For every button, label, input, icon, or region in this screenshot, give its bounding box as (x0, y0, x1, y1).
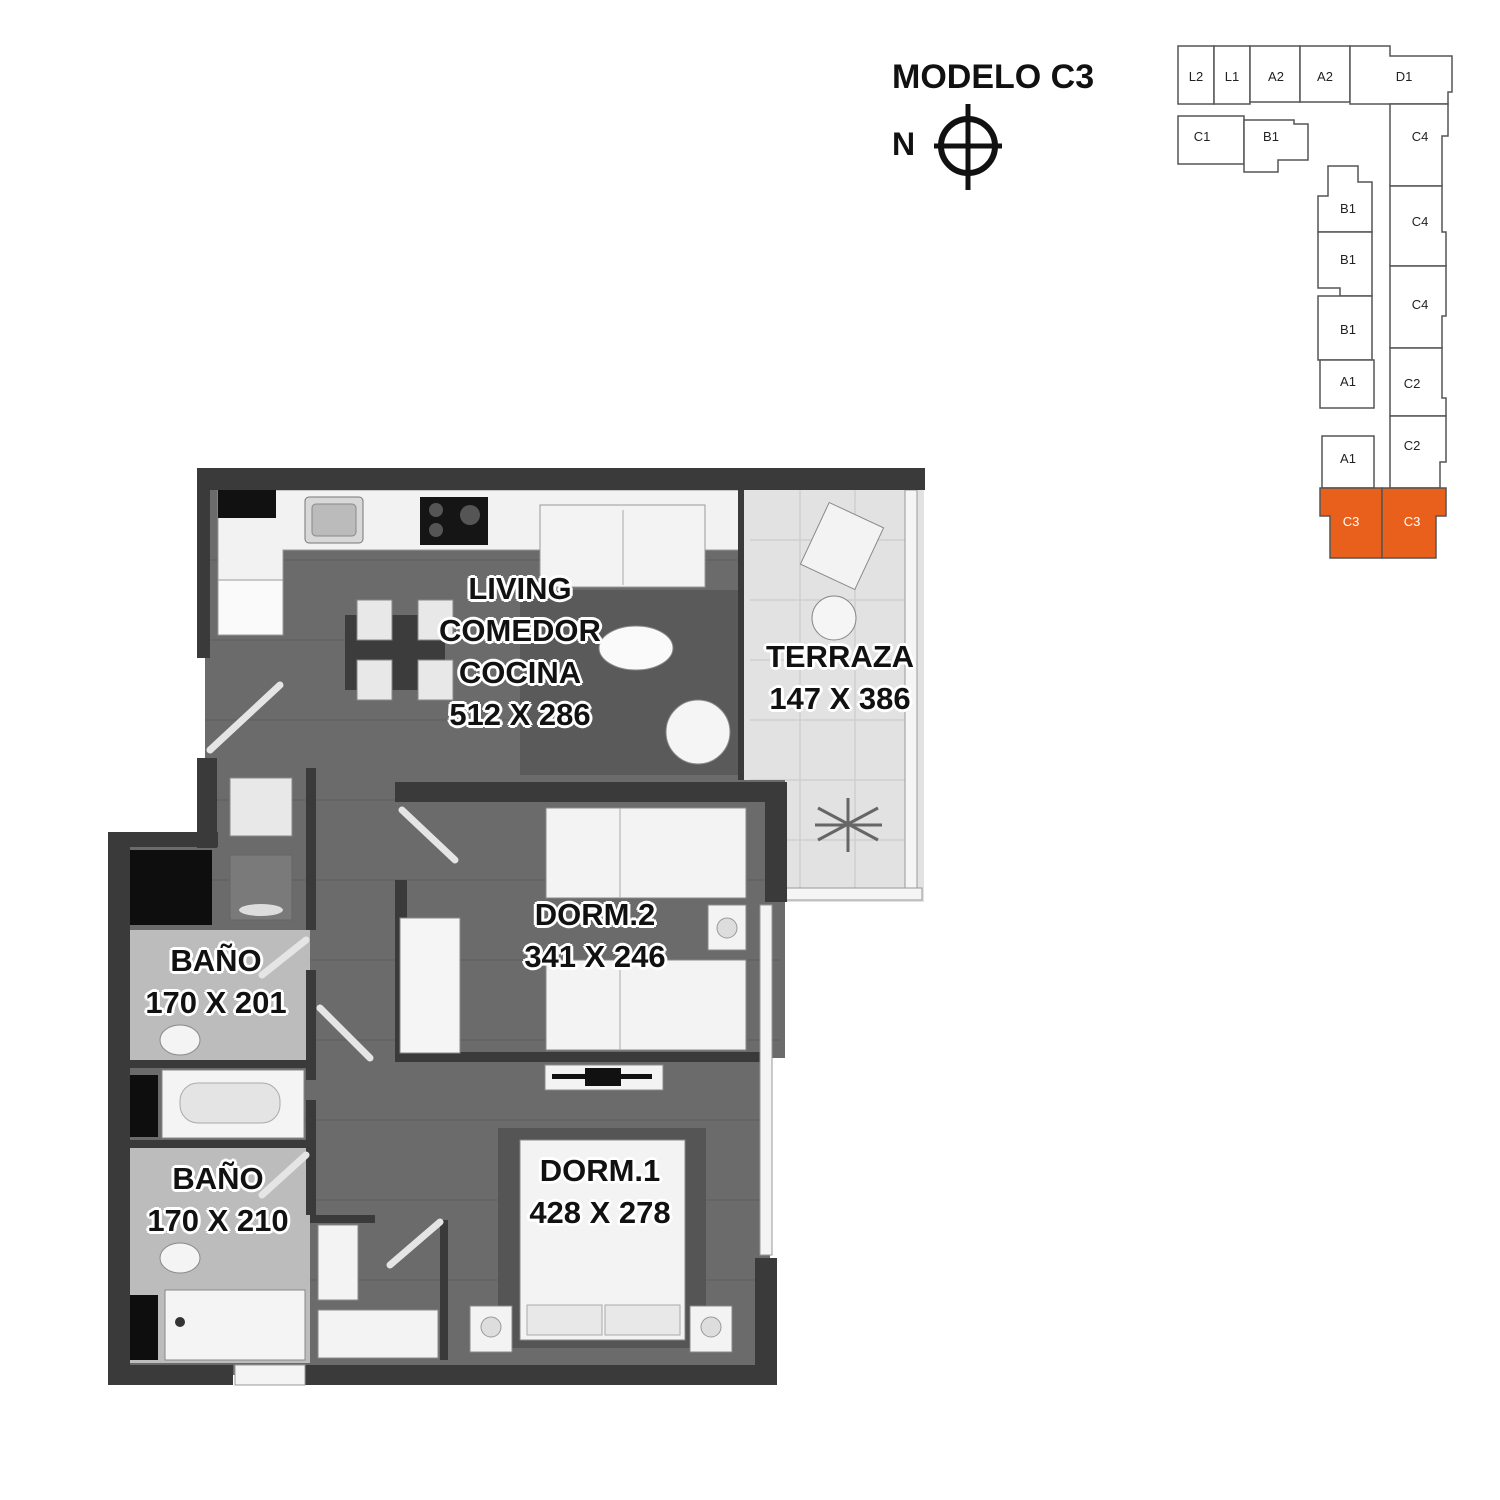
shower (164, 1289, 306, 1361)
room-dimensions: 147 X 386 (769, 681, 911, 716)
room-name: COMEDOR (439, 613, 601, 648)
room-label-dorm2: DORM.2 341 X 246 (495, 894, 695, 978)
room-name: DORM.1 (539, 1153, 661, 1188)
dorm2-bed (545, 959, 747, 1051)
fridge (217, 579, 284, 636)
room-label-dorm1: DORM.1 428 X 278 (500, 1150, 700, 1234)
keyplan-label: L2 (1189, 69, 1203, 84)
bathroom-2-door (258, 1151, 310, 1199)
dining-chair (356, 659, 393, 701)
toilet (159, 1024, 201, 1056)
building-key-plan: L2 L1 A2 A2 D1 C1 B1 C4 B1 C4 B1 C4 B1 A… (1177, 45, 1453, 559)
keyplan-label: B1 (1340, 201, 1356, 216)
keyplan-unit-d1 (1349, 45, 1453, 105)
room-label-bano-2: BAÑO 170 X 210 (118, 1158, 318, 1242)
bathroom-1-door-b (316, 1004, 374, 1062)
dorm2-closet (399, 917, 461, 1054)
dining-chair (356, 599, 393, 641)
room-name: BAÑO (172, 1161, 264, 1196)
room-name: TERRAZA (765, 639, 915, 674)
laundry-cabinet (229, 777, 293, 837)
keyplan-unit-c3-highlight (1381, 487, 1447, 559)
keyplan-label: C2 (1404, 438, 1421, 453)
keyplan-label: C4 (1412, 214, 1429, 229)
living-furniture (345, 504, 740, 775)
toilet (159, 1242, 201, 1274)
dorm1-closet (317, 1224, 359, 1301)
bathroom-2-fixtures (159, 1242, 306, 1361)
dorm1-door (386, 1218, 444, 1269)
room-dimensions: 341 X 246 (524, 939, 666, 974)
walls (108, 468, 925, 1385)
dorm1-furniture (317, 1128, 733, 1359)
dining-chair (417, 659, 454, 701)
keyplan-label: C4 (1412, 129, 1429, 144)
keyplan-label: B1 (1340, 252, 1356, 267)
keyplan-label: B1 (1340, 322, 1356, 337)
keyplan-label: B1 (1263, 129, 1279, 144)
keyplan-unit-a1 (1321, 435, 1375, 489)
keyplan-label: L1 (1225, 69, 1239, 84)
room-label-living: LIVING COMEDOR COCINA 512 X 286 (410, 568, 630, 736)
window (759, 904, 773, 1256)
room-dimensions: 512 X 286 (449, 697, 591, 732)
keyplan-label: D1 (1396, 69, 1413, 84)
north-label: N (892, 126, 916, 162)
keyplan-unit-c1 (1177, 115, 1245, 165)
dorm2-furniture (399, 807, 747, 1091)
keyplan-label-highlight: C3 (1404, 514, 1421, 529)
room-dimensions: 170 X 201 (145, 985, 287, 1020)
room-label-terraza: TERRAZA 147 X 386 (740, 636, 940, 720)
terrace-chair (799, 501, 885, 591)
room-name: COCINA (458, 655, 582, 690)
keyplan-unit-l1 (1213, 45, 1251, 105)
keyplan-label: A2 (1268, 69, 1284, 84)
room-dimensions: 170 X 210 (147, 1203, 289, 1238)
armchair (665, 699, 731, 765)
terrace-plant (815, 798, 882, 852)
window (234, 1364, 306, 1386)
keyplan-unit-l2 (1177, 45, 1215, 105)
room-name: DORM.2 (534, 897, 656, 932)
bathroom-1-door (258, 936, 310, 979)
dorm2-door (398, 806, 459, 864)
dining-chair (417, 599, 454, 641)
coffee-table (598, 625, 674, 671)
room-label-bano-1: BAÑO 170 X 201 (118, 940, 314, 1024)
keyplan-label: A1 (1340, 374, 1356, 389)
dorm2-bed (545, 807, 747, 899)
keyplan-unit-a1 (1319, 359, 1375, 409)
room-name: BAÑO (170, 943, 262, 978)
north-compass-icon (934, 104, 1002, 190)
keyplan-label: C4 (1412, 297, 1429, 312)
entrance-door (206, 681, 284, 754)
terrace-table (811, 595, 857, 641)
keyplan-label: C1 (1194, 129, 1211, 144)
bathroom-1-fixtures (159, 1024, 305, 1139)
keyplan-label: A1 (1340, 451, 1356, 466)
keyplan-label: C2 (1404, 376, 1421, 391)
dorm1-cabinet (317, 1309, 439, 1359)
keyplan-unit-b1 (1243, 119, 1309, 173)
keyplan-label-highlight: C3 (1343, 514, 1360, 529)
room-dimensions: 428 X 278 (529, 1195, 671, 1230)
keyplan-label: A2 (1317, 69, 1333, 84)
model-title: MODELO C3 (892, 58, 1095, 96)
room-name: LIVING (468, 571, 572, 606)
